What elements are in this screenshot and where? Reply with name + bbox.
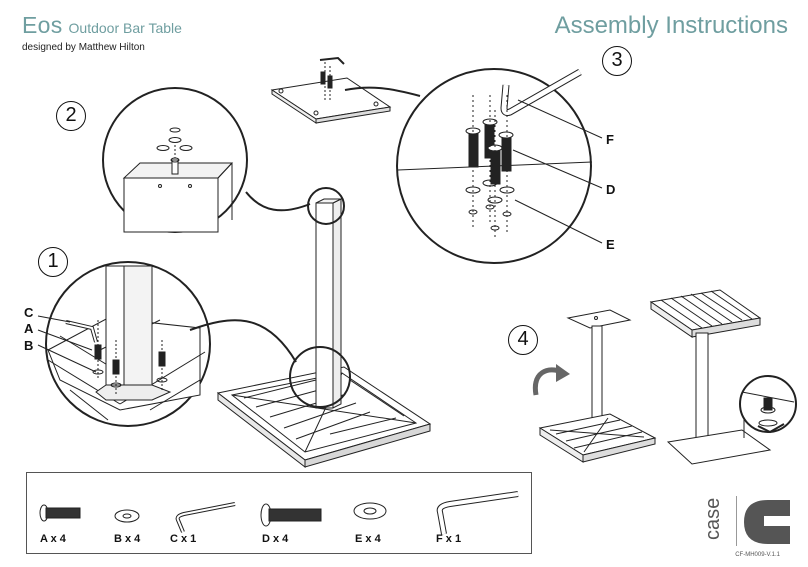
hex-key-large-icon: [436, 491, 519, 535]
leader-e: [514, 199, 603, 244]
leader-c: [37, 315, 71, 323]
part-label-f: F x 1: [436, 533, 462, 545]
callout-f: F: [606, 132, 614, 147]
column-drawing: [315, 198, 342, 409]
base-frame-drawing: [216, 366, 432, 469]
leader-a: [37, 329, 93, 351]
step-4-foot-detail: [739, 375, 797, 434]
part-label-a: A x 4: [40, 533, 66, 545]
washer-small-icon: [114, 509, 140, 523]
countersunk-bolt-short-icon: [39, 504, 81, 522]
hex-key-small-icon: [175, 502, 236, 533]
callout-d: D: [606, 182, 616, 197]
step-1-marker: 1: [38, 247, 68, 277]
step-4-marker: 4: [508, 325, 538, 355]
product-subname: Outdoor Bar Table: [68, 20, 182, 36]
parts-icons: [39, 491, 519, 535]
callout-a: A: [24, 321, 34, 336]
detail-circle-1: [45, 261, 211, 427]
countersunk-bolt-long-icon: [260, 503, 322, 527]
part-label-b: B x 4: [114, 533, 141, 545]
document-code: CF-MH009-V.1.1: [735, 552, 780, 558]
designer-credit: designed by Matthew Hilton: [22, 42, 145, 53]
top-plate-drawing: [270, 56, 392, 124]
part-label-d: D x 4: [262, 533, 289, 545]
step-4-frame-table: [538, 309, 657, 463]
detail-circle-2: [102, 87, 248, 233]
washer-large-icon: [353, 502, 387, 520]
product-name: Eos Outdoor Bar Table: [22, 12, 182, 39]
step-4-finished-table: [649, 289, 772, 465]
connector-2: [245, 191, 311, 212]
step-2-marker: 2: [56, 101, 86, 131]
leader-b: [37, 344, 97, 373]
connector-3: [344, 86, 421, 97]
leader-f: [517, 99, 603, 139]
case-logo-text: case: [702, 497, 724, 540]
part-label-c: C x 1: [170, 533, 197, 545]
callout-c: C: [24, 305, 34, 320]
logo-divider: [736, 496, 737, 546]
parts-list-box: [26, 472, 532, 554]
detail-circle-3: [396, 68, 593, 264]
connector-1: [189, 319, 297, 363]
callout-e: E: [606, 237, 615, 252]
part-label-e: E x 4: [355, 533, 381, 545]
step-3-marker: 3: [602, 46, 632, 76]
leader-d: [512, 149, 603, 189]
top-detail-ring: [307, 187, 345, 225]
base-detail-ring: [289, 346, 351, 408]
callout-b: B: [24, 338, 34, 353]
brand-name: Eos: [22, 12, 63, 38]
page-title: Assembly Instructions: [554, 12, 788, 39]
